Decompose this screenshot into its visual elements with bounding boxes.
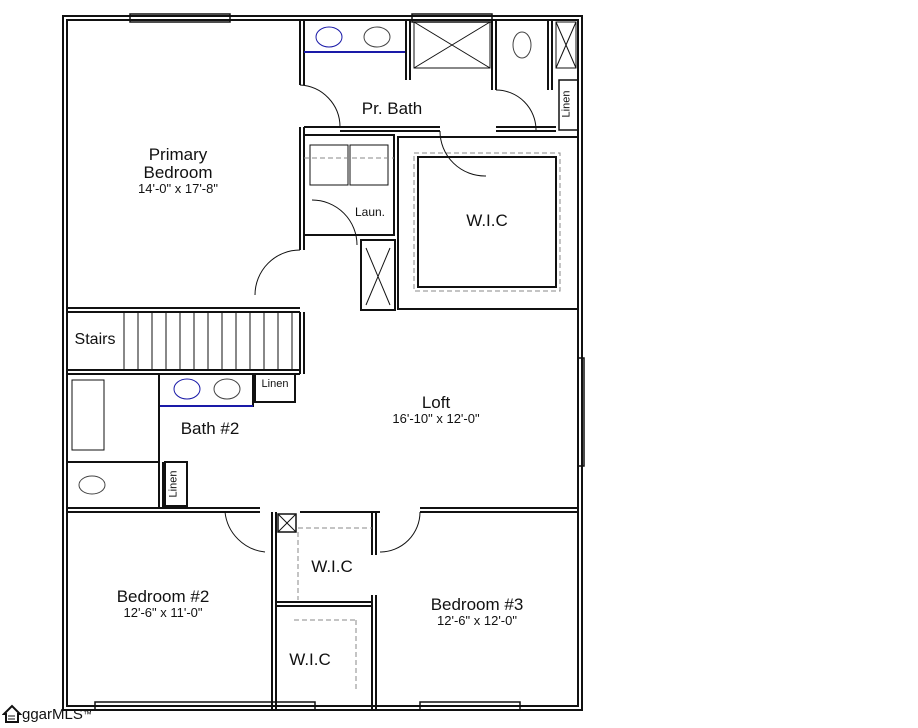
room-name: Bath #2 xyxy=(180,419,240,438)
room-label-stairs: Stairs xyxy=(74,331,116,349)
room-name: Bedroom xyxy=(143,162,213,182)
room-label-primary-bedroom: Primary Bedroom 14'-0" x 17'-8" xyxy=(138,146,218,195)
room-name: Bedroom #3 xyxy=(430,595,524,614)
room-label-wic-bedroom-2: W.I.C xyxy=(289,651,331,669)
room-label-bedroom-2: Bedroom #2 12'-6" x 11'-0" xyxy=(117,588,210,619)
room-name: Bedroom #2 xyxy=(116,587,210,606)
room-label-wic-primary: W.I.C xyxy=(466,212,508,230)
room-name: Pr. Bath xyxy=(361,99,423,118)
room-label-pr-bath: Pr. Bath xyxy=(362,100,422,118)
house-icon xyxy=(2,704,22,723)
trademark: ™ xyxy=(82,709,92,719)
room-label-laundry: Laun. xyxy=(354,205,386,219)
room-label-linen-bath2-side: Linen xyxy=(167,470,180,498)
room-name: W.I.C xyxy=(289,650,331,669)
room-label-linen-bath2-top: Linen xyxy=(261,378,289,390)
room-name: W.I.C xyxy=(311,557,353,576)
room-name: Primary xyxy=(148,145,208,164)
room-label-linen-pr-bath: Linen xyxy=(560,90,573,118)
room-name: Stairs xyxy=(74,331,116,348)
room-dimensions: 14'-0" x 17'-8" xyxy=(138,180,218,196)
room-label-loft: Loft 16'-10" x 12'-0" xyxy=(392,394,479,425)
exterior-wall xyxy=(62,15,583,711)
room-label-bath-2: Bath #2 xyxy=(181,420,240,438)
room-label-wic-bedroom-3: W.I.C xyxy=(311,558,353,576)
watermark-text: ggarMLS xyxy=(22,705,83,723)
room-name: W.I.C xyxy=(466,211,508,230)
room-label-bedroom-3: Bedroom #3 12'-6" x 12'-0" xyxy=(431,596,524,627)
room-dimensions: 12'-6" x 11'-0" xyxy=(123,604,203,620)
room-name: Loft xyxy=(421,393,451,412)
room-dimensions: 12'-6" x 12'-0" xyxy=(437,612,517,628)
room-dimensions: 16'-10" x 12'-0" xyxy=(392,410,480,426)
